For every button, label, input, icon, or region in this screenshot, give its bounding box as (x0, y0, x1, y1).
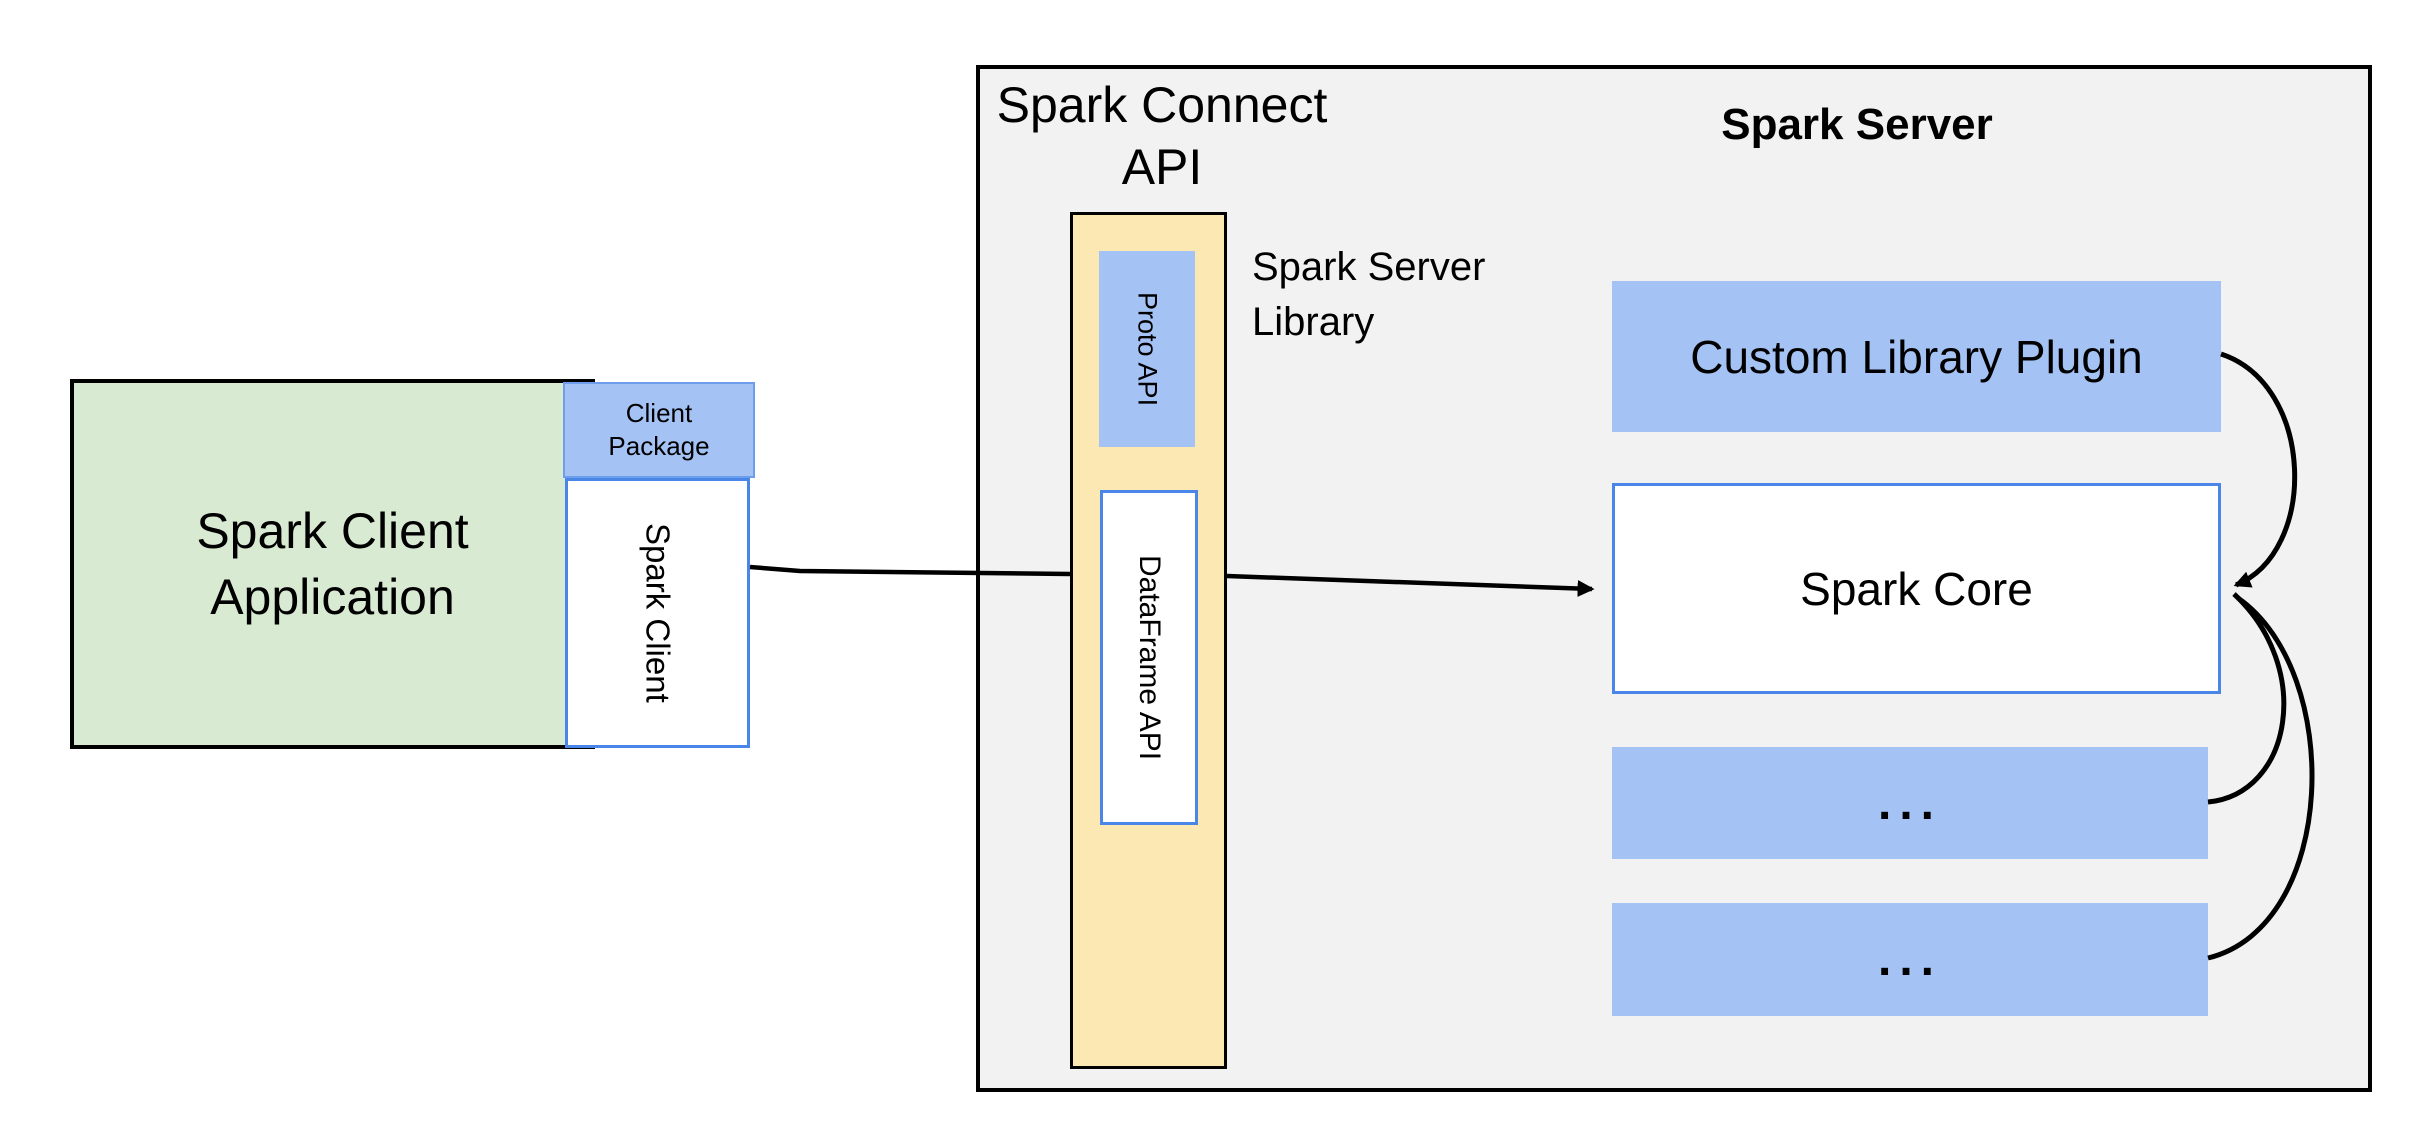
plugin-slot-box-1: ... (1612, 747, 2208, 859)
proto-api-box: Proto API (1099, 251, 1195, 447)
spark-core-label: Spark Core (1800, 562, 2033, 615)
spark-client-box: Spark Client (565, 478, 750, 748)
plugin-slot-2-label: ... (1877, 933, 1942, 986)
spark-core-box: Spark Core (1612, 483, 2221, 694)
proto-api-label: Proto API (1132, 291, 1163, 407)
spark-client-application-box: Spark Client Application (70, 379, 595, 749)
plugin-slot-box-2: ... (1612, 903, 2208, 1016)
spark-server-library-label: Spark Server Library (1252, 245, 1486, 344)
custom-library-plugin-label: Custom Library Plugin (1690, 330, 2143, 383)
plugin-slot-1-label: ... (1877, 776, 1942, 830)
client-package-box: Client Package (563, 382, 755, 478)
spark-client-label: Spark Client (639, 523, 677, 703)
dataframe-api-label: DataFrame API (1133, 554, 1166, 761)
spark-server-title: Spark Server (1721, 100, 1993, 149)
spark-client-application-label: Spark Client Application (196, 503, 469, 625)
custom-library-plugin-box: Custom Library Plugin (1612, 281, 2221, 432)
spark-connect-api-title: Spark Connect API (996, 77, 1328, 195)
client-package-label: Client Package (608, 398, 710, 461)
dataframe-api-box: DataFrame API (1100, 490, 1198, 825)
